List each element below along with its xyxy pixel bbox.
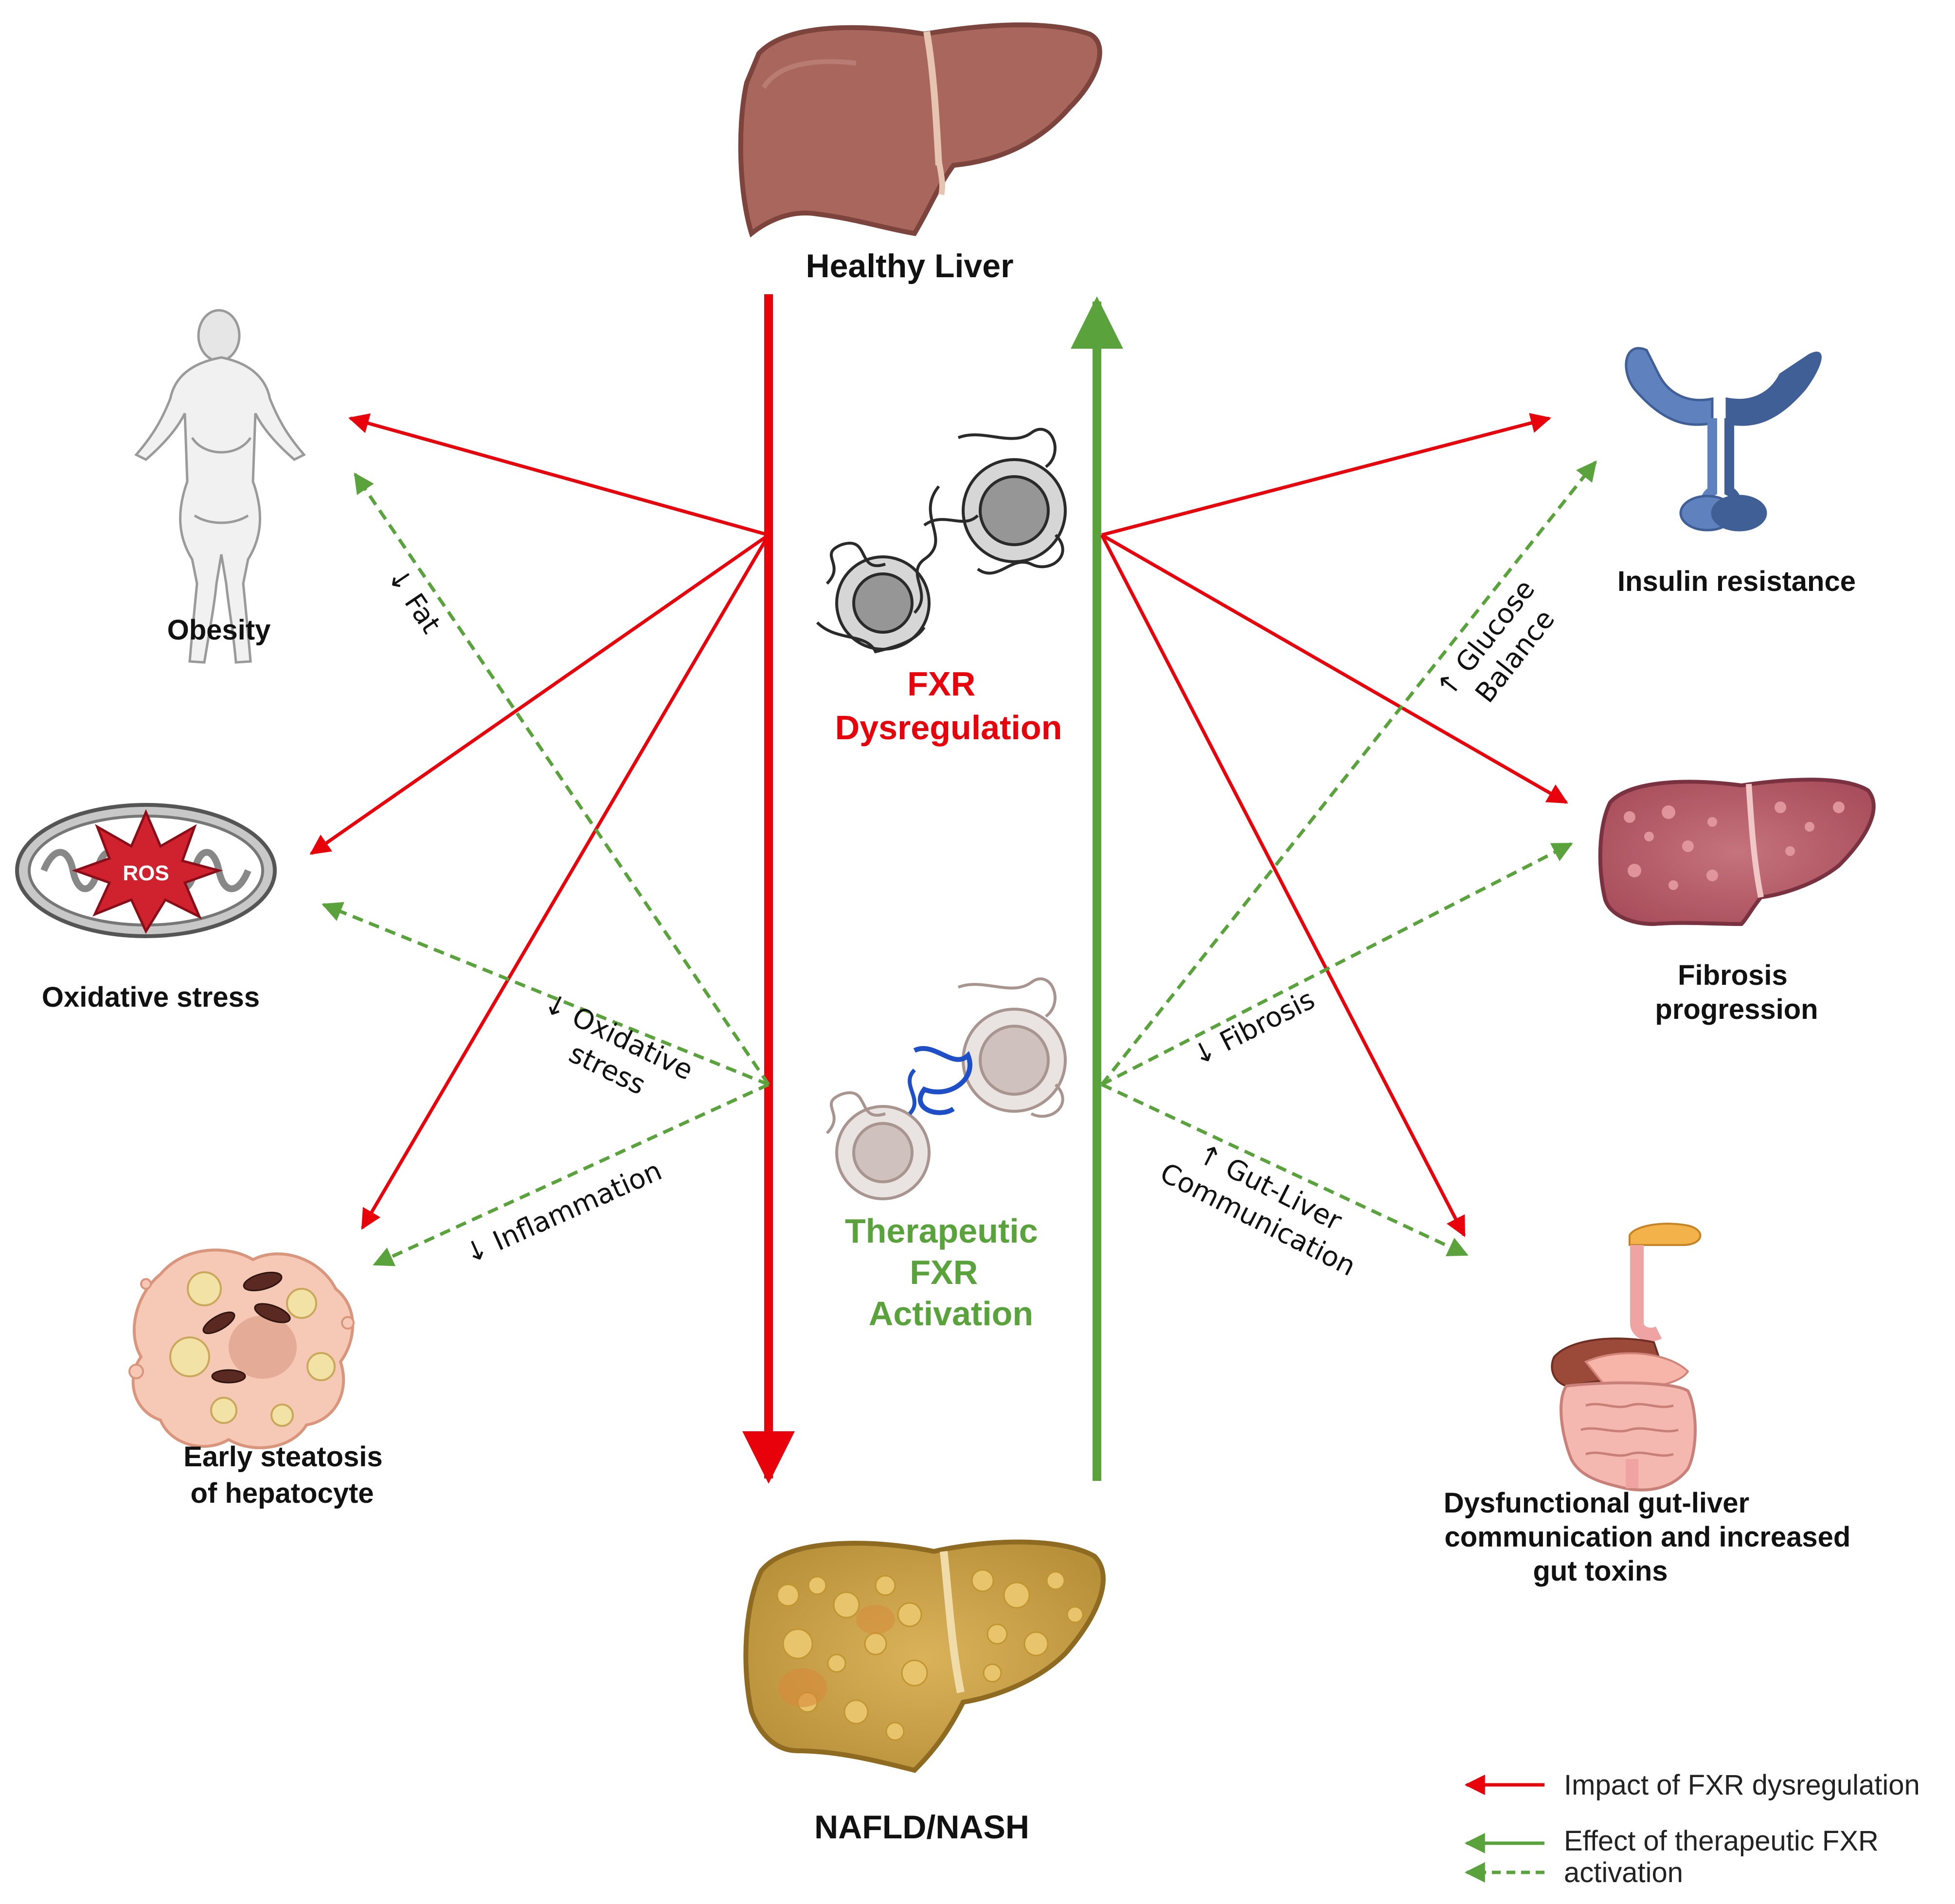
ros-label: ROS	[123, 861, 169, 885]
hepatocyte-icon	[128, 1248, 355, 1449]
activation-arrows-right	[1100, 460, 1597, 1257]
human-body-icon	[134, 309, 306, 664]
effect-gut-label: ↑ Gut-Liver Communication	[1155, 1127, 1376, 1283]
nafld-label: NAFLD/NASH	[814, 1809, 1029, 1846]
dysregulation-arrows-right	[1100, 413, 1568, 1237]
fxr-activation-label: Therapeutic FXR Activation	[845, 1212, 1047, 1333]
dysregulation-arrows-left	[309, 413, 771, 1230]
healthy-liver-icon	[738, 22, 1102, 238]
insulin-receptor-icon	[1625, 347, 1822, 532]
digestive-system-icon	[1551, 1223, 1702, 1492]
fxr-dysregulation-label: FXR Dysregulation	[835, 665, 1062, 747]
nafld-liver-icon	[743, 1539, 1106, 1773]
legend-activation-label: Effect of therapeutic FXR activation	[1564, 1825, 1886, 1888]
steatosis-label: Early steatosis of hepatocyte	[183, 1441, 391, 1509]
obesity-label: Obesity	[167, 614, 271, 646]
legend-dysregulation-label: Impact of FXR dysregulation	[1564, 1769, 1920, 1801]
healthy-liver-label: Healthy Liver	[806, 248, 1013, 285]
effect-oxidative-label: ↓ Oxidative stress	[524, 987, 706, 1121]
effect-fibrosis-label: ↓ Fibrosis	[1187, 983, 1320, 1072]
effect-fat-label: ↓ Fat	[380, 562, 447, 639]
insulin-resistance-label: Insulin resistance	[1617, 566, 1856, 597]
mitochondrion-icon	[15, 803, 277, 938]
fibrotic-liver-icon	[1598, 778, 1876, 926]
ros-star-icon	[72, 809, 223, 934]
activation-arrows-left	[322, 472, 770, 1266]
fxr-activated-protein-icon	[825, 977, 1067, 1200]
legend: Impact of FXR dysregulation Effect of th…	[1464, 1769, 1920, 1888]
fibrosis-progression-label: Fibrosis progression	[1655, 960, 1818, 1025]
fxr-protein-icon	[816, 427, 1067, 654]
oxidative-stress-label: Oxidative stress	[42, 981, 260, 1013]
gut-liver-label: Dysfunctional gut-liver communication an…	[1444, 1487, 1859, 1587]
